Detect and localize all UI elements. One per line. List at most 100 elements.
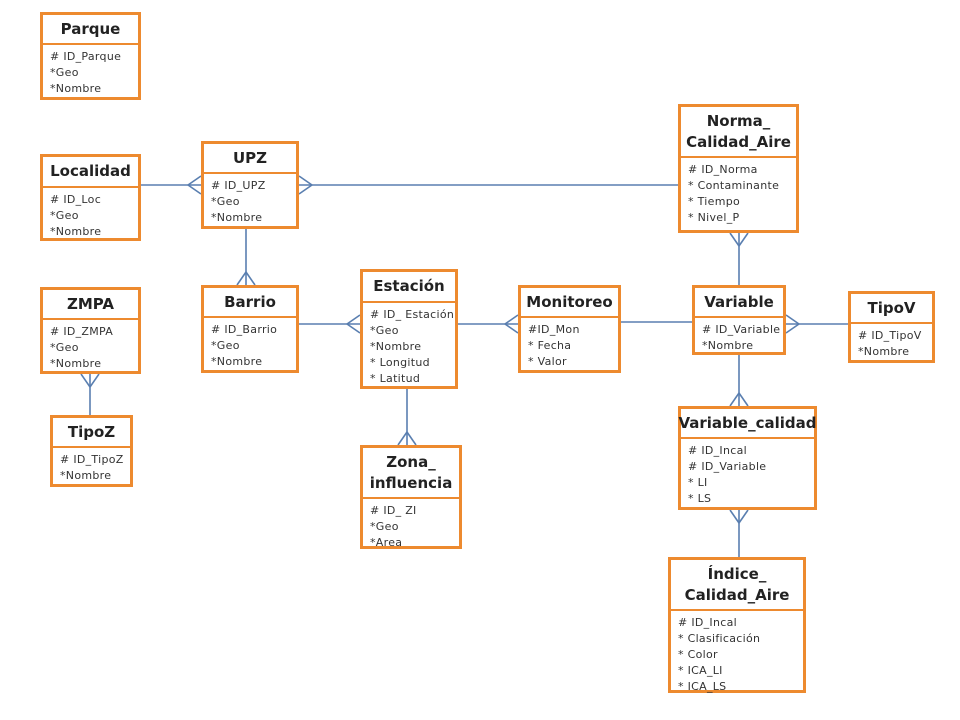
attribute: *Geo: [211, 195, 240, 208]
attribute-list: # ID_Variable*Nombre: [695, 318, 783, 354]
entity-title: UPZ: [204, 144, 296, 174]
attribute-list: # ID_UPZ *Geo *Nombre: [204, 174, 296, 226]
crows-foot-prong: [729, 509, 740, 524]
attribute: # ID_ ZI: [370, 504, 417, 517]
attribute: *Nombre: [858, 345, 910, 358]
entity-title: TipoV: [851, 294, 932, 324]
attribute: *Nombre: [50, 225, 102, 238]
crows-foot-prong: [406, 431, 417, 446]
attribute: * Fecha: [528, 339, 572, 352]
entity-title: Variable: [695, 288, 783, 318]
crows-foot-prong: [785, 323, 800, 334]
entity-upz[interactable]: UPZ # ID_UPZ *Geo *Nombre: [201, 141, 299, 229]
crows-foot-prong: [397, 431, 408, 446]
entity-title: Monitoreo: [521, 288, 618, 318]
entity-title: Localidad: [43, 157, 138, 188]
entity-tipov[interactable]: TipoV # ID_TipoV *Nombre: [848, 291, 935, 363]
crows-foot-prong: [346, 314, 361, 325]
crows-foot-prong: [738, 232, 749, 247]
entity-barrio[interactable]: Barrio # ID_Barrio *Geo *Nombre: [201, 285, 299, 373]
entity-title: Barrio: [204, 288, 296, 318]
attribute-list: # ID_Incal* Clasificación* Color* ICA_LI…: [671, 611, 803, 695]
attribute: *Geo: [50, 341, 79, 354]
entity-localidad[interactable]: Localidad# ID_Loc*Geo*Nombre: [40, 154, 141, 241]
attribute: *Geo: [211, 339, 240, 352]
entity-estacion[interactable]: Estación# ID_ Estación*Geo*Nombre* Longi…: [360, 269, 458, 389]
crows-foot-prong: [236, 271, 247, 286]
crows-foot-prong: [187, 175, 202, 186]
attribute-list: # ID_ Estación*Geo*Nombre* Longitud* Lat…: [363, 303, 455, 387]
attribute: # ID_UPZ: [211, 179, 266, 192]
entity-title: Parque: [43, 15, 138, 45]
attribute-list: # ID_Incal # ID_Variable * LI * LS: [681, 439, 814, 507]
attribute: * Contaminante: [688, 179, 780, 192]
entity-tipoz[interactable]: TipoZ# ID_TipoZ*Nombre: [50, 415, 133, 487]
entity-variable-calidad[interactable]: Variable_calidad# ID_Incal# ID_Variable*…: [678, 406, 817, 510]
entity-variable[interactable]: Variable# ID_Variable*Nombre: [692, 285, 786, 355]
crows-foot-variable-right: [785, 314, 800, 334]
attribute-list: # ID_TipoV *Nombre: [851, 324, 932, 360]
attribute: # ID_Parque: [50, 50, 122, 63]
attribute: *Geo: [370, 324, 399, 337]
crows-foot-prong: [504, 314, 519, 325]
attribute: * Latitud: [370, 372, 421, 385]
entity-title: Índice_ Calidad_Aire: [671, 560, 803, 611]
entity-zona[interactable]: Zona_ influencia# ID_ ZI*Geo*Area: [360, 445, 462, 549]
crows-foot-prong: [729, 232, 740, 247]
attribute: *Area: [370, 536, 403, 549]
attribute: *Nombre: [702, 339, 754, 352]
attribute: * LI: [688, 476, 708, 489]
attribute: #ID_Mon: [528, 323, 580, 336]
attribute: # ID_Norma: [688, 163, 758, 176]
entity-title: Zona_ influencia: [363, 448, 459, 499]
attribute: *Nombre: [50, 82, 102, 95]
attribute: * ICA_LS: [678, 680, 727, 693]
entity-monitoreo[interactable]: Monitoreo #ID_Mon * Fecha * Valor: [518, 285, 621, 373]
attribute: * LS: [688, 492, 712, 505]
attribute-list: # ID_Barrio *Geo *Nombre: [204, 318, 296, 370]
crows-foot-zona: [397, 431, 417, 446]
crows-foot-prong: [738, 392, 749, 407]
attribute: # ID_Variable: [688, 460, 767, 473]
attribute: # ID_Incal: [688, 444, 747, 457]
entity-title: TipoZ: [53, 418, 130, 448]
crows-foot-upz-right: [298, 175, 313, 195]
crows-foot-monitoreo: [504, 314, 519, 334]
attribute: * Valor: [528, 355, 567, 368]
entity-indice[interactable]: Índice_ Calidad_Aire# ID_Incal* Clasific…: [668, 557, 806, 693]
attribute: # ID_ZMPA: [50, 325, 114, 338]
entity-norma[interactable]: Norma_ Calidad_Aire # ID_Norma * Contamina…: [678, 104, 799, 233]
crows-foot-prong: [89, 373, 100, 388]
attribute-list: # ID_ZMPA*Geo*Nombre: [43, 320, 138, 372]
attribute: *Nombre: [211, 355, 263, 368]
crows-foot-prong: [298, 175, 313, 186]
attribute-list: # ID_Parque *Geo *Nombre: [43, 45, 138, 97]
attribute: * Clasificación: [678, 632, 761, 645]
crows-foot-estacion: [346, 314, 361, 334]
attribute: *Nombre: [211, 211, 263, 224]
attribute-list: # ID_Loc*Geo*Nombre: [43, 188, 138, 240]
attribute: * ICA_LI: [678, 664, 723, 677]
attribute: # ID_TipoV: [858, 329, 922, 342]
attribute: * Nivel_P: [688, 211, 740, 224]
attribute: # ID_Barrio: [211, 323, 278, 336]
crows-foot-varcalidad-top: [729, 392, 749, 407]
attribute: * Tiempo: [688, 195, 741, 208]
attribute-list: # ID_TipoZ*Nombre: [53, 448, 130, 484]
attribute-list: # ID_Norma * Contaminante * Tiempo * Nivel_…: [681, 158, 796, 226]
attribute-list: # ID_ ZI*Geo*Area: [363, 499, 459, 551]
crows-foot-prong: [729, 392, 740, 407]
entity-parque[interactable]: Parque # ID_Parque *Geo *Nombre: [40, 12, 141, 100]
crows-foot-prong: [187, 184, 202, 195]
attribute: *Nombre: [370, 340, 422, 353]
entity-zmpa[interactable]: ZMPA# ID_ZMPA*Geo*Nombre: [40, 287, 141, 374]
crows-foot-varcalidad-bottom: [729, 509, 749, 524]
attribute: *Geo: [50, 66, 79, 79]
entity-title: Norma_ Calidad_Aire: [681, 107, 796, 158]
attribute-list: #ID_Mon * Fecha * Valor: [521, 318, 618, 370]
attribute: * Longitud: [370, 356, 430, 369]
crows-foot-norma: [729, 232, 749, 247]
crows-foot-prong: [298, 184, 313, 195]
crows-foot-upz: [187, 175, 202, 195]
